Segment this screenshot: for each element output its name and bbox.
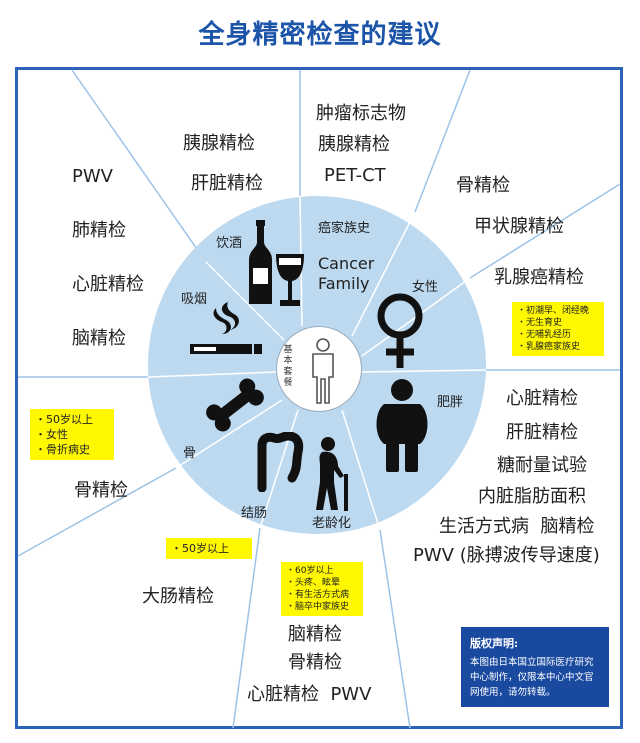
female-symbol-icon (377, 293, 423, 368)
exam-list-intestine: 大肠精检 (142, 586, 214, 608)
exam-item: 肿瘤标志物 (316, 103, 406, 124)
exam-item: PWV (72, 166, 113, 187)
diagram-frame (15, 67, 623, 729)
note-line: ・乳腺癌家族史 (517, 342, 581, 352)
exam-item: 肝脏精检 (191, 173, 263, 194)
note-elderly: ・60岁以上 ・头疼、眩晕 ・有生活方式病 ・脑卒中家族史 (281, 562, 363, 616)
category-obesity: 肥胖 (437, 395, 464, 410)
exam-item: 肝脏精检 (506, 422, 578, 443)
exam-item: PET-CT (324, 165, 386, 186)
category-female: 女性 (412, 280, 439, 295)
copyright-body: 本图由日本国立国际医疗研究中心制作，仅限本中心中文官网使用，请勿转载。 (470, 657, 594, 698)
note-female: ・初潮早、闭经晚 ・无生育史 ・无哺乳经历 ・乳腺癌家族史 (512, 302, 604, 356)
exam-list-drinking: 胰腺精检 肝脏精检 (183, 124, 263, 204)
exam-item: PWV (脉搏波传导速度) (413, 545, 600, 566)
category-intestine: 结肠 (241, 506, 268, 521)
note-line: ・头疼、眩晕 (286, 578, 341, 588)
note-line: ・女性 (35, 428, 68, 441)
category-elderly: 老龄化 (312, 516, 352, 531)
category-bone: 骨 (183, 446, 197, 461)
colon-icon (257, 432, 304, 492)
exam-item: 糖耐量试验 (497, 455, 587, 476)
exam-item: 甲状腺精检 (474, 216, 564, 237)
note-line: ・无生育史 (517, 318, 563, 328)
copyright-heading: 版权声明: (470, 637, 519, 650)
exam-item: 脑精检 (72, 328, 126, 349)
note-line: ・脑卒中家族史 (286, 602, 350, 612)
exam-list-family-history: 肿瘤标志物 胰腺精检 PET-CT (316, 98, 406, 191)
note-intestine: ・50岁以上 (166, 538, 252, 559)
page-title: 全身精密检查的建议 (198, 20, 442, 50)
category-drinking: 饮酒 (216, 236, 243, 251)
note-line: ・50岁以上 (171, 542, 229, 555)
category-smoking: 吸烟 (181, 292, 208, 307)
basic-package-center: 基本套餐 (276, 326, 362, 412)
exam-item: 胰腺精检 (318, 134, 390, 155)
note-line: ・无哺乳经历 (517, 330, 572, 340)
center-label: 基本套餐 (283, 345, 293, 388)
exam-item: 胰腺精检 (183, 133, 255, 154)
exam-item: 骨精检 (456, 175, 510, 196)
copyright-notice: 版权声明: 本图由日本国立国际医疗研究中心制作，仅限本中心中文官网使用，请勿转载… (461, 627, 609, 707)
bone-icon (206, 378, 264, 432)
note-line: ・有生活方式病 (286, 590, 350, 600)
exam-item: 内脏脂肪面积 (478, 486, 586, 507)
category-family-english: Cancer Family (318, 254, 375, 293)
note-line: ・50岁以上 (35, 413, 93, 426)
exam-item: 骨精检 (288, 652, 342, 673)
exam-item: 骨精检 (74, 480, 128, 501)
elderly-person-icon (316, 437, 348, 511)
cigarette-icon (190, 302, 262, 354)
exam-item: 大肠精检 (142, 586, 214, 607)
obese-person-icon (376, 379, 428, 472)
note-line: ・骨折病史 (35, 443, 90, 456)
exam-item: 心脏精检 (72, 274, 144, 295)
note-line: ・初潮早、闭经晚 (517, 306, 590, 316)
exam-item: 心脏精检 PWV (247, 684, 372, 705)
category-family-history: 癌家族史 (318, 221, 371, 236)
note-line: ・60岁以上 (286, 566, 334, 576)
exam-item: 心脏精检 (506, 388, 578, 409)
wine-bottle-glass-icon (249, 220, 304, 306)
exam-list-bone: 骨精检 (74, 480, 128, 502)
exam-item: 生活方式病 脑精检 (439, 516, 595, 537)
person-icon (312, 338, 334, 404)
note-bone: ・50岁以上 ・女性 ・骨折病史 (30, 409, 114, 460)
exam-item: 肺精检 (72, 220, 126, 241)
exam-list-smoking: PWV 肺精检 心脏精检 脑精检 (72, 150, 144, 366)
exam-item: 乳腺癌精检 (494, 267, 584, 288)
exam-item: 脑精检 (288, 624, 342, 645)
